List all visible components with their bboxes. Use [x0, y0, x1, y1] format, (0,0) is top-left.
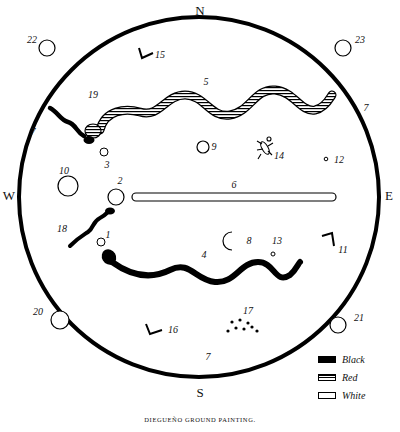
- callout-number: 5: [204, 77, 209, 87]
- legend-text: Black: [342, 354, 365, 365]
- callout-number: 7: [206, 352, 211, 362]
- legend-text: White: [342, 390, 365, 401]
- compass-label: W: [3, 189, 15, 202]
- legend-swatch: [318, 356, 336, 363]
- callout-number: 12: [334, 155, 344, 165]
- callout-number: 13: [272, 236, 282, 246]
- callout-number: 7: [364, 103, 369, 113]
- legend-swatch: [318, 392, 336, 399]
- callout-number: 22: [27, 35, 37, 45]
- callout-number: 16: [168, 325, 178, 335]
- compass-label: S: [196, 386, 203, 399]
- callout-number: 21: [354, 313, 364, 323]
- callout-number: 15: [155, 50, 165, 60]
- legend-swatch: [318, 374, 336, 381]
- callout-number: 18: [57, 224, 67, 234]
- callout-number: 20: [33, 307, 43, 317]
- caption: DIEGUEÑO GROUND PAINTING.: [144, 417, 255, 424]
- callout-number: 9: [212, 142, 217, 152]
- callout-number: 17: [243, 306, 253, 316]
- callout-number: 19: [88, 90, 98, 100]
- callout-number: 1: [106, 230, 111, 240]
- compass-label: E: [385, 189, 393, 202]
- callout-number: 3: [105, 160, 110, 170]
- callout-number: 23: [355, 35, 365, 45]
- callout-number: 7: [31, 127, 36, 137]
- callout-number: 14: [274, 151, 284, 161]
- callout-number: 11: [338, 245, 347, 255]
- callout-number: 6: [232, 180, 237, 190]
- callout-number: 10: [59, 166, 69, 176]
- legend-text: Red: [342, 372, 358, 383]
- callout-number: 2: [118, 176, 123, 186]
- callout-number: 8: [247, 236, 252, 246]
- compass-label: N: [195, 4, 204, 17]
- callout-number: 4: [202, 250, 207, 260]
